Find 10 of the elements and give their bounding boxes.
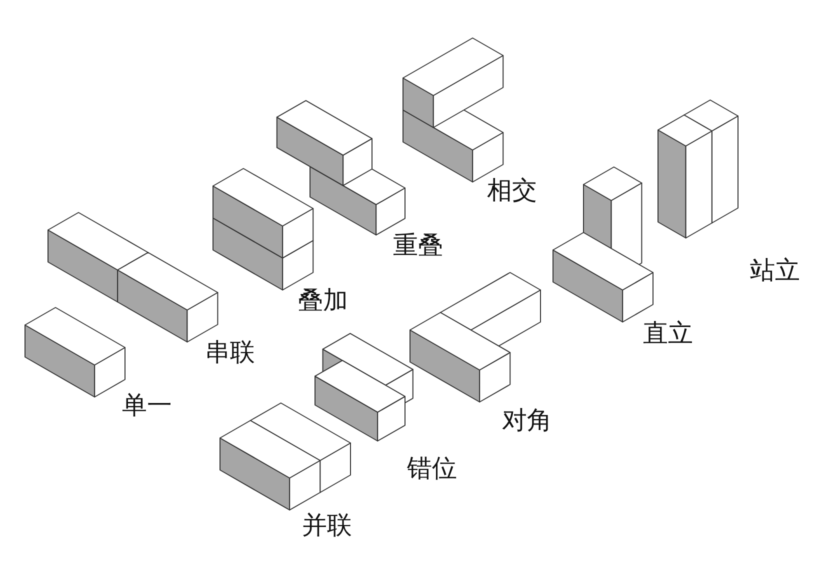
arrangement-label: 对角 bbox=[502, 408, 552, 432]
arrangement-label: 直立 bbox=[643, 320, 693, 346]
arrangement-label: 串联 bbox=[205, 340, 255, 364]
arrangement-label: 叠加 bbox=[298, 288, 348, 312]
arrangement-label: 错位 bbox=[407, 456, 457, 480]
arrangement-label: 站立 bbox=[750, 258, 800, 282]
arrangement-label: 单一 bbox=[122, 392, 172, 418]
arrangement-label: 并联 bbox=[302, 512, 352, 538]
arrangement-label: 重叠 bbox=[393, 232, 443, 258]
arrangement-label: 相交 bbox=[487, 178, 537, 202]
